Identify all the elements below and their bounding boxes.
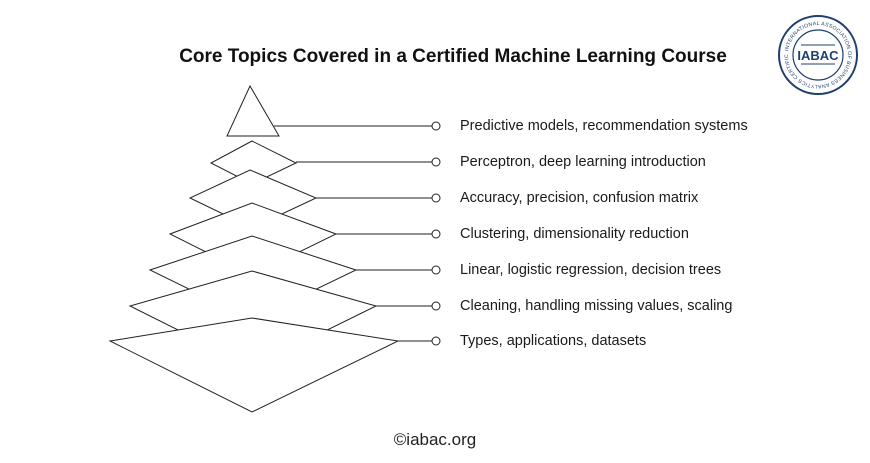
layer-label-1: Predictive models, recommendation system… <box>460 118 748 134</box>
connectors <box>274 121 441 346</box>
pyramid-layer-7 <box>108 317 400 413</box>
connector-dot-2 <box>431 157 441 167</box>
connector-dot-3 <box>431 193 441 203</box>
iabac-logo: INTERNATIONAL ASSOCIATION OF BUSINESS AN… <box>777 14 858 95</box>
layer-label-7: Types, applications, datasets <box>460 333 647 349</box>
svg-text:IABAC: IABAC <box>797 48 839 63</box>
layer-label-6: Cleaning, handling missing values, scali… <box>460 298 733 314</box>
connector-dot-6 <box>431 301 441 311</box>
connector-dot-7 <box>431 336 441 346</box>
pyramid-layer-1 <box>226 84 280 137</box>
layer-label-3: Accuracy, precision, confusion matrix <box>460 190 699 206</box>
layer-label-2: Perceptron, deep learning introduction <box>460 154 706 170</box>
layer-label-4: Clustering, dimensionality reduction <box>460 226 689 242</box>
connector-dot-4 <box>431 229 441 239</box>
connector-dot-1 <box>431 121 441 131</box>
layer-label-5: Linear, logistic regression, decision tr… <box>460 262 722 278</box>
footer-credit: ©iabac.org <box>393 430 477 449</box>
connector-dot-5 <box>431 265 441 275</box>
page-title: Core Topics Covered in a Certified Machi… <box>179 46 727 67</box>
